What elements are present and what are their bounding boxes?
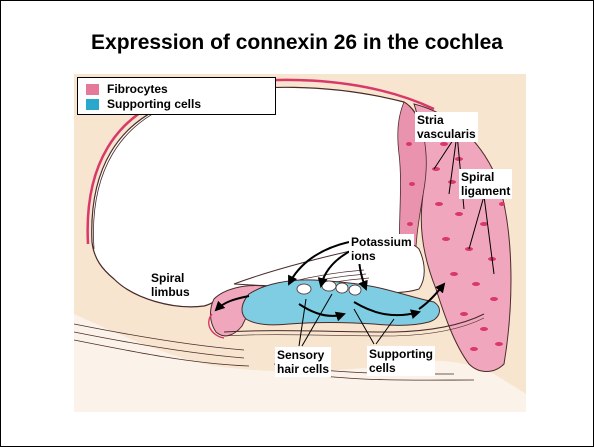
label-line: Spiral	[461, 170, 510, 184]
label-sensory-hair-cells: Sensory hair cells	[275, 347, 331, 377]
label-potassium-ions: Potassium ions	[349, 234, 414, 264]
label-line: Stria	[417, 113, 476, 127]
legend-label: Supporting cells	[107, 97, 201, 111]
legend-label: Fibrocytes	[107, 82, 168, 96]
legend: Fibrocytes Supporting cells	[77, 77, 276, 115]
label-line: limbus	[151, 285, 190, 299]
label-line: Potassium	[351, 235, 412, 249]
label-line: Spiral	[151, 271, 190, 285]
label-spiral-ligament: Spiral ligament	[459, 169, 512, 199]
slide-title: Expression of connexin 26 in the cochlea	[1, 31, 593, 55]
label-line: hair cells	[277, 362, 329, 376]
cochlea-figure: Fibrocytes Supporting cells Stria vascul…	[74, 74, 526, 412]
label-spiral-limbus: Spiral limbus	[151, 271, 190, 299]
supporting-cells-swatch-icon	[86, 99, 99, 110]
label-line: vascularis	[417, 127, 476, 141]
label-line: Supporting	[369, 347, 433, 361]
label-line: Sensory	[277, 348, 329, 362]
label-supporting-cells: Supporting cells	[367, 346, 435, 376]
label-line: ligament	[461, 184, 510, 198]
label-line: ions	[351, 249, 412, 263]
label-stria-vascularis: Stria vascularis	[415, 112, 478, 142]
label-line: cells	[369, 361, 433, 375]
fibrocytes-swatch-icon	[86, 84, 99, 95]
